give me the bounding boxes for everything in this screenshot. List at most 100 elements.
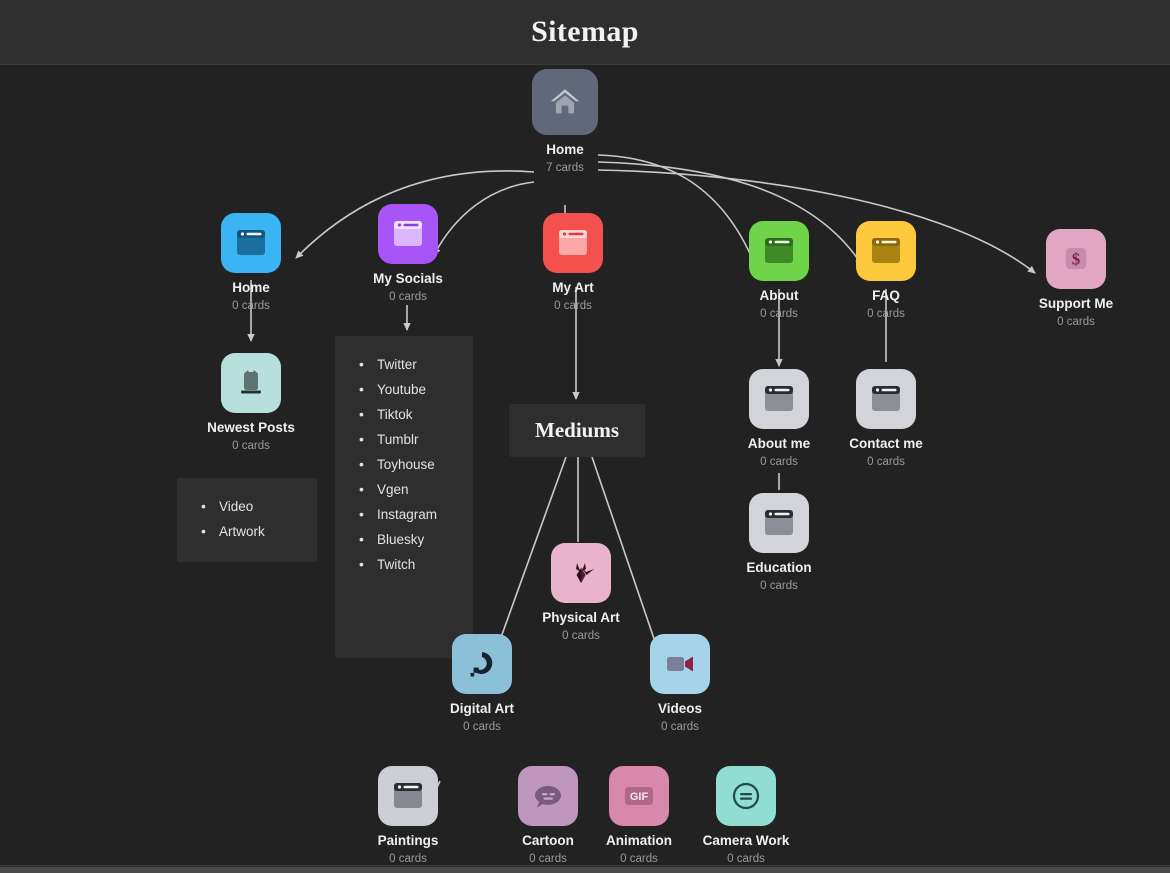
- horizontal-scrollbar[interactable]: [0, 865, 1170, 873]
- node-my-socials[interactable]: My Socials 0 cards: [348, 204, 468, 303]
- node-label: Newest Posts: [207, 420, 295, 435]
- node-label: My Art: [552, 280, 594, 295]
- socials-list: Twitter Youtube Tiktok Tumblr Toyhouse V…: [335, 336, 473, 593]
- node-paintings[interactable]: Paintings 0 cards: [348, 766, 468, 865]
- list-item[interactable]: Toyhouse: [359, 452, 473, 477]
- node-tile[interactable]: [518, 766, 578, 826]
- node-label: About me: [747, 436, 811, 451]
- node-home[interactable]: Home 0 cards: [191, 213, 311, 312]
- circle-equals-icon: [732, 782, 760, 810]
- scrollbar-thumb[interactable]: [0, 867, 1170, 873]
- app-header: Sitemap: [0, 0, 1170, 65]
- node-card-count: 0 cards: [554, 299, 592, 312]
- node-card-count: 0 cards: [562, 629, 600, 642]
- node-tile[interactable]: [532, 69, 598, 135]
- node-videos[interactable]: Videos 0 cards: [620, 634, 740, 733]
- browser-window-icon: [872, 386, 900, 411]
- node-camera-work[interactable]: Camera Work 0 cards: [686, 766, 806, 865]
- node-label: About: [759, 288, 799, 303]
- node-card-count: 0 cards: [760, 455, 798, 468]
- list-item[interactable]: Youtube: [359, 377, 473, 402]
- node-card-count: 7 cards: [546, 161, 584, 174]
- node-label: Videos: [657, 701, 703, 716]
- edge-layer: [246, 154, 1036, 811]
- list-item[interactable]: Twitter: [359, 352, 473, 377]
- page-title: Sitemap: [531, 15, 639, 48]
- newest-posts-list-panel[interactable]: Video Artwork: [177, 478, 317, 562]
- node-label: Cartoon: [522, 833, 574, 848]
- node-home-root[interactable]: Home 7 cards: [505, 69, 625, 174]
- browser-window-icon: [559, 230, 587, 255]
- node-contact-me[interactable]: Contact me 0 cards: [826, 369, 946, 468]
- node-card-count: 0 cards: [389, 290, 427, 303]
- node-card-count: 0 cards: [867, 455, 905, 468]
- node-tile[interactable]: [650, 634, 710, 694]
- browser-window-icon: [872, 238, 900, 263]
- mediums-section-box[interactable]: Mediums: [509, 404, 645, 457]
- sitemap-canvas[interactable]: Video Artwork Twitter Youtube Tiktok Tum…: [0, 65, 1170, 865]
- node-physical-art[interactable]: Physical Art 0 cards: [521, 543, 641, 642]
- node-card-count: 0 cards: [760, 307, 798, 320]
- node-support-me[interactable]: $ Support Me 0 cards: [1016, 229, 1136, 328]
- socials-list-panel[interactable]: Twitter Youtube Tiktok Tumblr Toyhouse V…: [335, 336, 473, 658]
- browser-window-icon: [765, 238, 793, 263]
- node-tile[interactable]: [749, 221, 809, 281]
- node-label: Animation: [606, 833, 672, 848]
- node-tile[interactable]: $: [1046, 229, 1106, 289]
- node-label: Contact me: [849, 436, 923, 451]
- video-camera-icon: [667, 656, 693, 672]
- node-digital-art[interactable]: Digital Art 0 cards: [422, 634, 542, 733]
- node-tile[interactable]: [749, 369, 809, 429]
- node-card-count: 0 cards: [620, 852, 658, 865]
- node-label: Education: [746, 560, 812, 575]
- node-tile[interactable]: [551, 543, 611, 603]
- node-tile[interactable]: GIF: [609, 766, 669, 826]
- node-tile[interactable]: [716, 766, 776, 826]
- gif-badge-icon: GIF: [625, 787, 653, 805]
- node-education[interactable]: Education 0 cards: [719, 493, 839, 592]
- svg-text:$: $: [1072, 250, 1081, 269]
- node-my-art[interactable]: My Art 0 cards: [513, 213, 633, 312]
- browser-window-icon: [765, 510, 793, 535]
- node-tile[interactable]: [856, 221, 916, 281]
- node-label: Home: [546, 142, 584, 157]
- node-label: Digital Art: [450, 701, 514, 716]
- node-tile[interactable]: [221, 213, 281, 273]
- list-item[interactable]: Artwork: [201, 519, 317, 544]
- node-faq[interactable]: FAQ 0 cards: [826, 221, 946, 320]
- list-item[interactable]: Tumblr: [359, 427, 473, 452]
- node-cartoon[interactable]: Cartoon 0 cards: [488, 766, 608, 865]
- node-card-count: 0 cards: [1057, 315, 1095, 328]
- node-animation[interactable]: GIF Animation 0 cards: [579, 766, 699, 865]
- node-card-count: 0 cards: [760, 579, 798, 592]
- origami-crane-icon: [576, 563, 594, 583]
- dollar-sign-icon: $: [1066, 248, 1086, 269]
- node-label: Camera Work: [702, 833, 790, 848]
- node-tile[interactable]: [221, 353, 281, 413]
- svg-text:GIF: GIF: [630, 791, 649, 803]
- node-card-count: 0 cards: [463, 720, 501, 733]
- node-label: My Socials: [373, 271, 443, 286]
- node-about-me[interactable]: About me 0 cards: [719, 369, 839, 468]
- list-item[interactable]: Twitch: [359, 552, 473, 577]
- list-item[interactable]: Bluesky: [359, 527, 473, 552]
- list-item[interactable]: Instagram: [359, 502, 473, 527]
- browser-window-icon: [394, 221, 422, 246]
- node-tile[interactable]: [378, 204, 438, 264]
- bookmark-pin-icon: [241, 370, 261, 394]
- list-item[interactable]: Vgen: [359, 477, 473, 502]
- list-item[interactable]: Video: [201, 494, 317, 519]
- node-tile[interactable]: [749, 493, 809, 553]
- node-tile[interactable]: [856, 369, 916, 429]
- digital-ocean-icon: [470, 652, 493, 677]
- node-tile[interactable]: [543, 213, 603, 273]
- node-card-count: 0 cards: [389, 852, 427, 865]
- node-label: Paintings: [377, 833, 439, 848]
- house-icon: [550, 89, 580, 114]
- node-tile[interactable]: [378, 766, 438, 826]
- node-newest-posts[interactable]: Newest Posts 0 cards: [191, 353, 311, 452]
- node-about[interactable]: About 0 cards: [719, 221, 839, 320]
- list-item[interactable]: Tiktok: [359, 402, 473, 427]
- browser-window-icon: [765, 386, 793, 411]
- node-tile[interactable]: [452, 634, 512, 694]
